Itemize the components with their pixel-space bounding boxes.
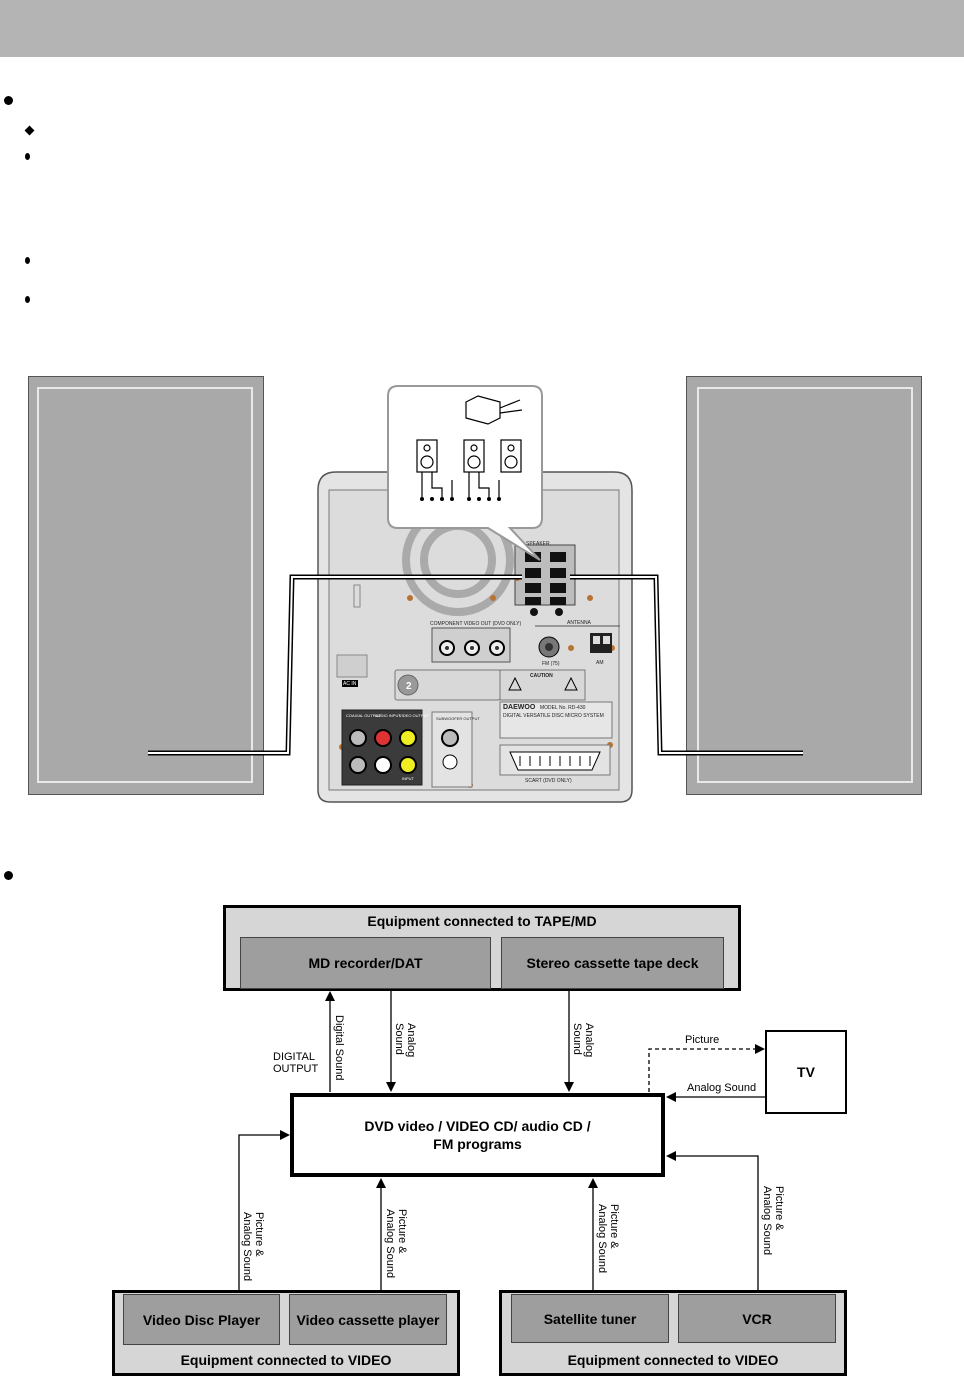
picture-analog-label-1: Picture & Analog Sound — [241, 1212, 265, 1282]
picture-analog-label-2: Picture & Analog Sound — [384, 1209, 408, 1279]
tv-box: TV — [765, 1030, 847, 1114]
video-group-left-label: Equipment connected to VIDEO — [180, 1352, 392, 1368]
main-unit-line1: DVD video / VIDEO CD/ audio CD / — [364, 1118, 591, 1134]
tape-md-group-label: Equipment connected to TAPE/MD — [367, 913, 597, 929]
picture-analog-label-4: Picture & Analog Sound — [761, 1186, 785, 1256]
speaker-terminal-label: SPEAKER — [526, 541, 550, 547]
main-unit-line2: FM programs — [433, 1136, 522, 1152]
digital-sound-label: Digital Sound — [333, 1015, 345, 1081]
fm-label: FM (75) — [542, 661, 560, 667]
caution-label: CAUTION — [530, 673, 553, 679]
picture-label: Picture — [685, 1034, 720, 1046]
subwoofer-label: SUBWOOFER OUTPUT — [436, 716, 480, 721]
video-cassette-player-box: Video cassette player — [289, 1294, 447, 1345]
main-unit-box: DVD video / VIDEO CD/ audio CD / FM prog… — [290, 1093, 665, 1177]
list-bullet — [25, 257, 30, 264]
model-label: MODEL No. RD-430 — [540, 705, 586, 711]
picture-analog-label-3: Picture & Analog Sound — [596, 1204, 620, 1274]
list-bullet — [25, 153, 30, 160]
unit-rear-panel: 2 — [317, 471, 633, 803]
audio-input-label: AUDIO INPUT — [375, 713, 401, 718]
analog-sound-label-2: Analog Sound — [571, 1023, 595, 1058]
system-label: DIGITAL VERSATILE DISC MICRO SYSTEM — [503, 713, 604, 719]
analog-sound-tv-label: Analog Sound — [687, 1082, 757, 1094]
section-bullet — [4, 871, 13, 880]
coaxial-label: COAXIAL OUTPUT — [346, 713, 381, 718]
ac-in-label: AC IN — [343, 681, 357, 687]
md-recorder-box: MD recorder/DAT — [240, 937, 491, 989]
list-bullet — [25, 296, 30, 303]
section-bullet — [4, 96, 13, 105]
digital-output-label: DIGITAL OUTPUT — [273, 1051, 319, 1075]
left-speaker — [28, 376, 264, 795]
terminal-callout — [387, 385, 543, 561]
scart-label: SCART (DVD ONLY) — [525, 778, 572, 784]
video-output-label: VIDEO OUTPUT — [399, 713, 430, 718]
cassette-deck-box: Stereo cassette tape deck — [501, 937, 724, 989]
input-label: INPUT — [402, 776, 414, 781]
component-out-label: COMPONENT VIDEO OUT (DVD ONLY) — [430, 621, 522, 627]
vcr-box: VCR — [678, 1294, 836, 1343]
video-group-right-label: Equipment connected to VIDEO — [567, 1352, 779, 1368]
satellite-tuner-box: Satellite tuner — [511, 1294, 669, 1343]
analog-sound-label-1: Analog Sound — [393, 1023, 417, 1058]
brand-label: DAEWOO — [503, 704, 536, 711]
am-label: AM — [596, 660, 604, 666]
svg-text:2: 2 — [406, 681, 412, 692]
antenna-label: ANTENNA — [567, 620, 591, 626]
right-speaker — [686, 376, 922, 795]
header-bar — [0, 0, 964, 57]
video-disc-player-box: Video Disc Player — [123, 1294, 280, 1345]
